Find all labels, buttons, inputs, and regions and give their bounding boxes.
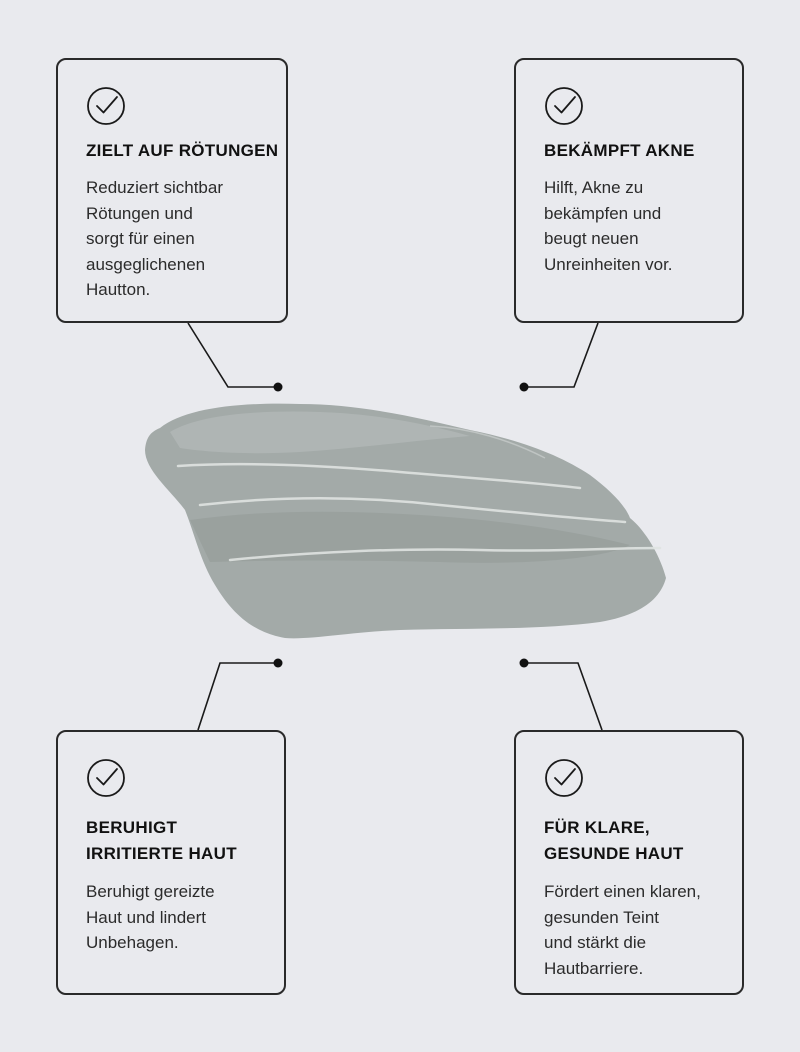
benefit-card-soothing: BERUHIGT IRRITIERTE HAUT Beruhigt gereiz… [56, 730, 286, 995]
benefit-card-acne: BEKÄMPFT AKNE Hilft, Akne zu bekämpfen u… [514, 58, 744, 323]
connector-line-bottom-left [197, 662, 278, 731]
checkmark-circle-icon [87, 87, 125, 125]
card-title: BERUHIGT IRRITIERTE HAUT [86, 818, 237, 863]
connector-line-bottom-right [524, 662, 603, 731]
connector-dot-bottom-right [519, 658, 529, 668]
checkmark-circle-icon [87, 759, 125, 797]
checkmark-circle-icon [545, 87, 583, 125]
connector-line-top-right [524, 322, 599, 388]
card-title: ZIELT AUF RÖTUNGEN [86, 141, 279, 160]
connector-dot-bottom-left [273, 658, 283, 668]
connector-dot-top-left [273, 382, 283, 392]
card-body: Beruhigt gereizte Haut und lindert Unbeh… [86, 882, 215, 952]
checkmark-circle-icon [545, 759, 583, 797]
benefit-card-clear-skin: FÜR KLARE, GESUNDE HAUT Fördert einen kl… [514, 730, 744, 995]
connector-line-top-left [187, 322, 278, 388]
card-body: Reduziert sichtbar Rötungen und sorgt fü… [86, 178, 224, 299]
card-title: FÜR KLARE, GESUNDE HAUT [544, 818, 684, 863]
connector-dot-top-right [519, 382, 529, 392]
benefit-card-redness: ZIELT AUF RÖTUNGEN Reduziert sichtbar Rö… [56, 58, 288, 323]
card-body: Hilft, Akne zu bekämpfen und beugt neuen… [544, 178, 673, 274]
card-title: BEKÄMPFT AKNE [544, 141, 695, 160]
clay-mask-swatch [145, 403, 666, 639]
card-body: Fördert einen klaren, gesunden Teint und… [544, 882, 701, 978]
